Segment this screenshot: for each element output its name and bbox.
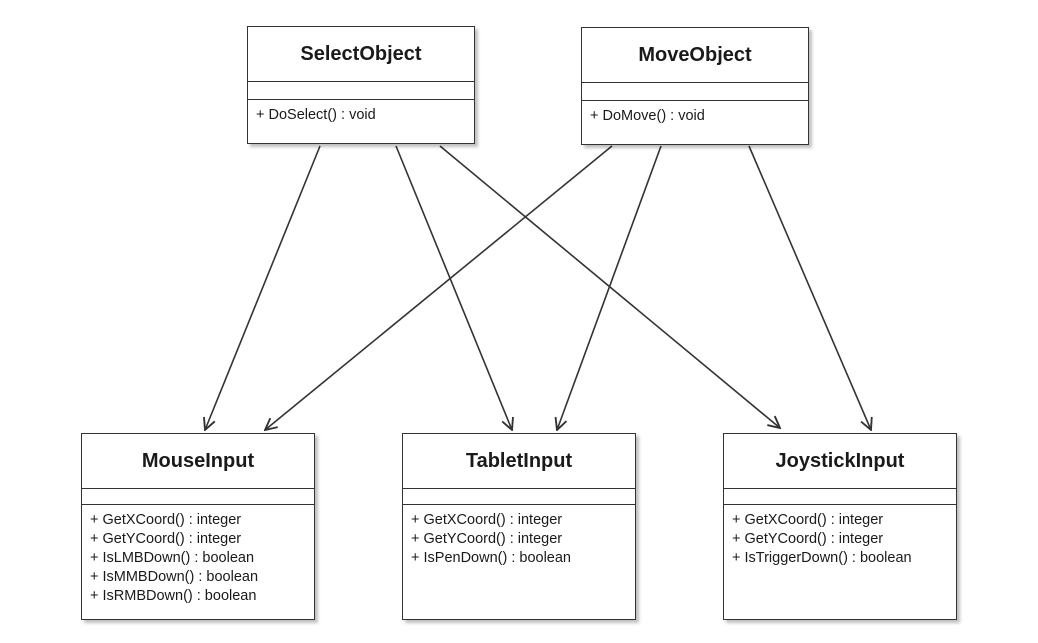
operation: + GetYCoord() : integer bbox=[411, 531, 563, 547]
operation: + DoMove() : void bbox=[590, 108, 705, 124]
operations-compartment: + DoMove() : void bbox=[582, 101, 808, 132]
operation: + GetYCoord() : integer bbox=[90, 531, 242, 547]
class-mouseinput[interactable]: MouseInput + GetXCoord() : integer + Get… bbox=[81, 433, 315, 620]
class-moveobject[interactable]: MoveObject + DoMove() : void bbox=[581, 27, 809, 145]
arrow-moveobject-to-tabletinput bbox=[557, 145, 662, 430]
attributes-compartment bbox=[724, 489, 956, 505]
operation: + GetYCoord() : integer bbox=[732, 531, 884, 547]
class-name: SelectObject bbox=[248, 27, 474, 82]
operation: + DoSelect() : void bbox=[256, 107, 376, 123]
operation: + IsRMBDown() : boolean bbox=[90, 588, 257, 604]
operation: + IsLMBDown() : boolean bbox=[90, 550, 255, 566]
operation: + GetXCoord() : integer bbox=[411, 512, 563, 528]
attributes-compartment bbox=[82, 489, 314, 505]
attributes-compartment bbox=[248, 82, 474, 100]
arrow-selectobject-to-mouseinput bbox=[205, 145, 321, 430]
operation: + GetXCoord() : integer bbox=[90, 512, 242, 528]
operation: + GetXCoord() : integer bbox=[732, 512, 884, 528]
class-name: MoveObject bbox=[582, 28, 808, 83]
operations-compartment: + GetXCoord() : integer + GetYCoord() : … bbox=[724, 505, 956, 574]
operation: + IsMMBDown() : boolean bbox=[90, 569, 259, 585]
arrow-moveobject-to-mouseinput bbox=[265, 145, 613, 430]
class-selectobject[interactable]: SelectObject + DoSelect() : void bbox=[247, 26, 475, 144]
class-tabletinput[interactable]: TabletInput + GetXCoord() : integer + Ge… bbox=[402, 433, 636, 620]
class-joystickinput[interactable]: JoystickInput + GetXCoord() : integer + … bbox=[723, 433, 957, 620]
operations-compartment: + GetXCoord() : integer + GetYCoord() : … bbox=[82, 505, 314, 612]
attributes-compartment bbox=[582, 83, 808, 101]
operation: + IsPenDown() : boolean bbox=[411, 550, 571, 566]
operations-compartment: + DoSelect() : void bbox=[248, 100, 474, 131]
attributes-compartment bbox=[403, 489, 635, 505]
operations-compartment: + GetXCoord() : integer + GetYCoord() : … bbox=[403, 505, 635, 574]
arrow-moveobject-to-joystickinput bbox=[748, 145, 871, 430]
class-name: MouseInput bbox=[82, 434, 314, 489]
class-name: TabletInput bbox=[403, 434, 635, 489]
arrow-selectobject-to-tabletinput bbox=[395, 145, 512, 430]
class-name: JoystickInput bbox=[724, 434, 956, 489]
operation: + IsTriggerDown() : boolean bbox=[732, 550, 912, 566]
